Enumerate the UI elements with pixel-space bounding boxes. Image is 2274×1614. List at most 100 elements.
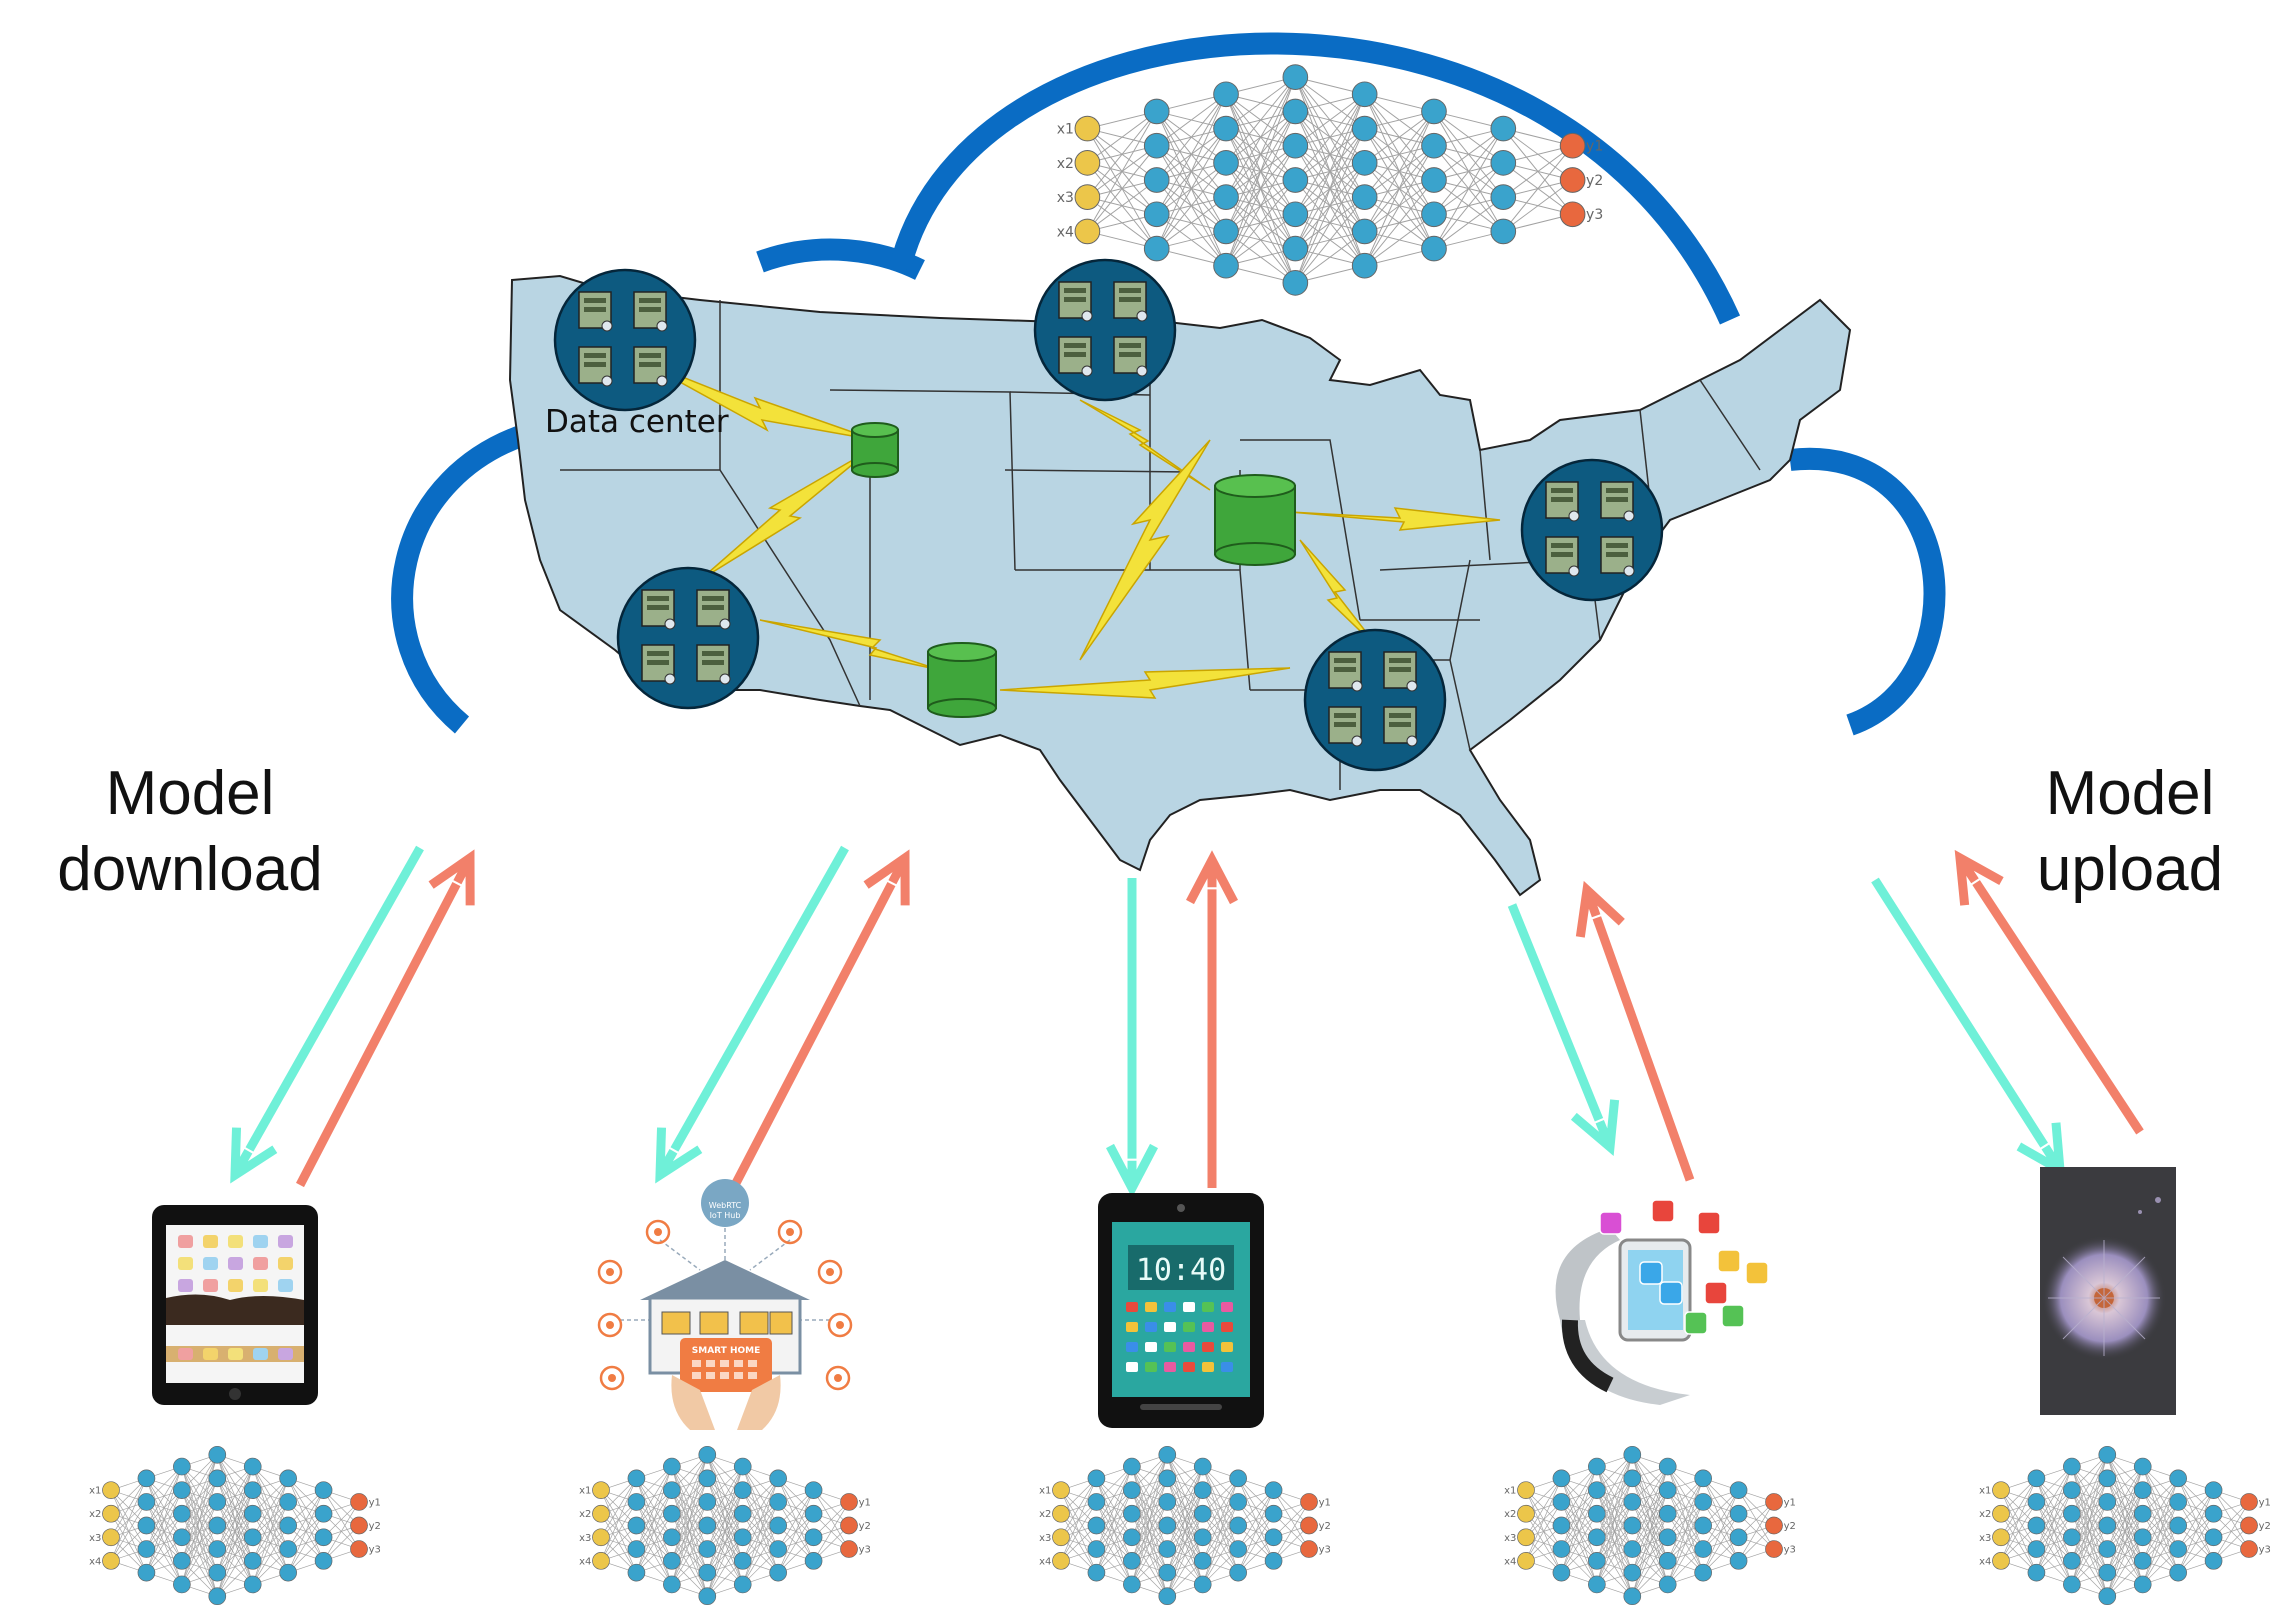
neuron [173, 1575, 191, 1594]
neuron [208, 1493, 227, 1511]
neuron [1351, 115, 1378, 142]
neuron [1087, 1516, 1106, 1535]
data-center-node [553, 268, 697, 412]
model-download-label: Model download [30, 756, 350, 908]
neuron [1229, 1540, 1247, 1558]
neuron [314, 1552, 333, 1570]
neuron [1213, 218, 1239, 245]
input-label: x3 [89, 1533, 101, 1544]
neuron [1123, 1504, 1141, 1523]
neuron [1559, 201, 1586, 228]
neuron [1992, 1504, 2010, 1523]
output-label: y1 [369, 1497, 381, 1508]
neuron [350, 1493, 368, 1511]
server-icon [633, 346, 668, 387]
data-center-node [616, 566, 760, 710]
neuron [137, 1493, 156, 1511]
neuron [1158, 1587, 1177, 1606]
app-icon [1659, 1281, 1683, 1305]
neuron [137, 1469, 156, 1488]
neuron [243, 1528, 262, 1547]
neuron [663, 1552, 681, 1570]
input-label: x3 [1039, 1533, 1051, 1544]
neuron [1421, 167, 1447, 193]
neuron [1143, 167, 1170, 193]
neuron [1694, 1493, 1712, 1511]
neuron [1193, 1504, 1212, 1523]
server-icon [1328, 706, 1363, 747]
lightning-link [1289, 507, 1501, 531]
neuron [1158, 1445, 1177, 1464]
download-arrow [1106, 878, 1158, 1198]
model-download-line2: download [57, 835, 323, 904]
neuron [1264, 1504, 1283, 1523]
neuron [2098, 1493, 2117, 1511]
neuron [1351, 184, 1378, 210]
neuron [1658, 1575, 1677, 1594]
server-icon [641, 644, 676, 685]
input-label: x1 [89, 1486, 101, 1497]
neuron [1421, 132, 1447, 159]
neuron [1264, 1552, 1283, 1570]
output-label: y3 [1319, 1545, 1331, 1556]
neuron [1229, 1563, 1247, 1582]
neuron [1074, 184, 1101, 210]
model-upload-line1: Model [2045, 759, 2215, 828]
neuron [2063, 1504, 2081, 1523]
server-icon [1600, 536, 1635, 577]
neuron [2098, 1516, 2117, 1535]
neuron [840, 1540, 858, 1558]
neuron [137, 1563, 156, 1582]
output-label: y2 [1784, 1521, 1796, 1532]
neuron [804, 1504, 823, 1523]
data-center-node [1303, 628, 1447, 772]
app-icon [1721, 1304, 1745, 1328]
home-device-icon [597, 1312, 623, 1338]
input-label: x1 [1039, 1486, 1051, 1497]
neuron [102, 1552, 120, 1570]
neuron [2133, 1457, 2152, 1476]
neuron [1729, 1504, 1748, 1523]
neuron [137, 1540, 156, 1558]
server-icon [1058, 281, 1093, 322]
neuron [698, 1469, 717, 1488]
neuron [1087, 1493, 1106, 1511]
output-label: y1 [1586, 139, 1603, 155]
output-label: y3 [2259, 1545, 2271, 1556]
neuron [1421, 235, 1447, 262]
wifi-hub-icon [701, 1179, 749, 1227]
neuron [1193, 1457, 1212, 1476]
neuron [2098, 1540, 2117, 1558]
neuron [2169, 1493, 2187, 1511]
neuron [208, 1587, 227, 1606]
server-icon [633, 291, 668, 332]
neuron [1123, 1552, 1141, 1570]
download-arrow [1871, 877, 2066, 1179]
lightning-link [999, 667, 1291, 699]
server-icon [1328, 651, 1363, 692]
neuron [1623, 1516, 1642, 1535]
neuron [1588, 1528, 1606, 1547]
neuron [698, 1587, 717, 1606]
input-label: x4 [1057, 224, 1074, 240]
upload-arrow [1954, 849, 2144, 1135]
neuron [1588, 1552, 1606, 1570]
input-label: x4 [1979, 1556, 1991, 1567]
neuron [350, 1540, 368, 1558]
upload-arrow [1575, 880, 1695, 1182]
neuron [592, 1528, 610, 1547]
download-arrow [230, 845, 424, 1184]
neuron [1123, 1481, 1141, 1499]
neuron [1552, 1563, 1571, 1582]
smart-home-icon: WebRTC IoT Hub SMART HOME [597, 1179, 853, 1430]
app-icon [1684, 1311, 1708, 1335]
neuron [698, 1563, 717, 1582]
server-icon [578, 291, 613, 332]
neuron [173, 1481, 191, 1499]
output-label: y2 [1586, 173, 1603, 189]
neuron [2240, 1516, 2258, 1535]
neuron [1229, 1493, 1247, 1511]
